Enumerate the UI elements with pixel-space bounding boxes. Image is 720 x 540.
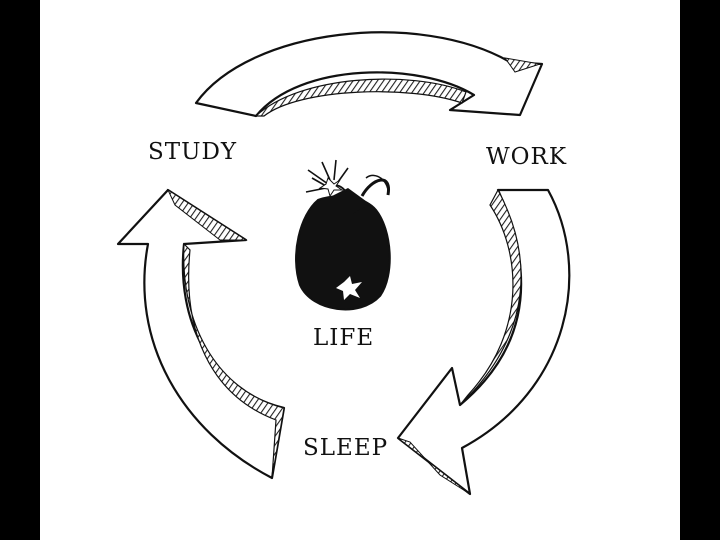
study-label: STUDY [148, 139, 238, 165]
life-label: LIFE [313, 325, 375, 351]
bomb-icon [295, 159, 391, 311]
arrow-sleep-to-study-icon [116, 188, 286, 480]
arrow-study-to-work-icon [194, 31, 544, 118]
arrow-work-to-sleep-icon [396, 188, 571, 496]
sleep-label: SLEEP [303, 435, 389, 461]
work-label: WORK [486, 144, 567, 170]
